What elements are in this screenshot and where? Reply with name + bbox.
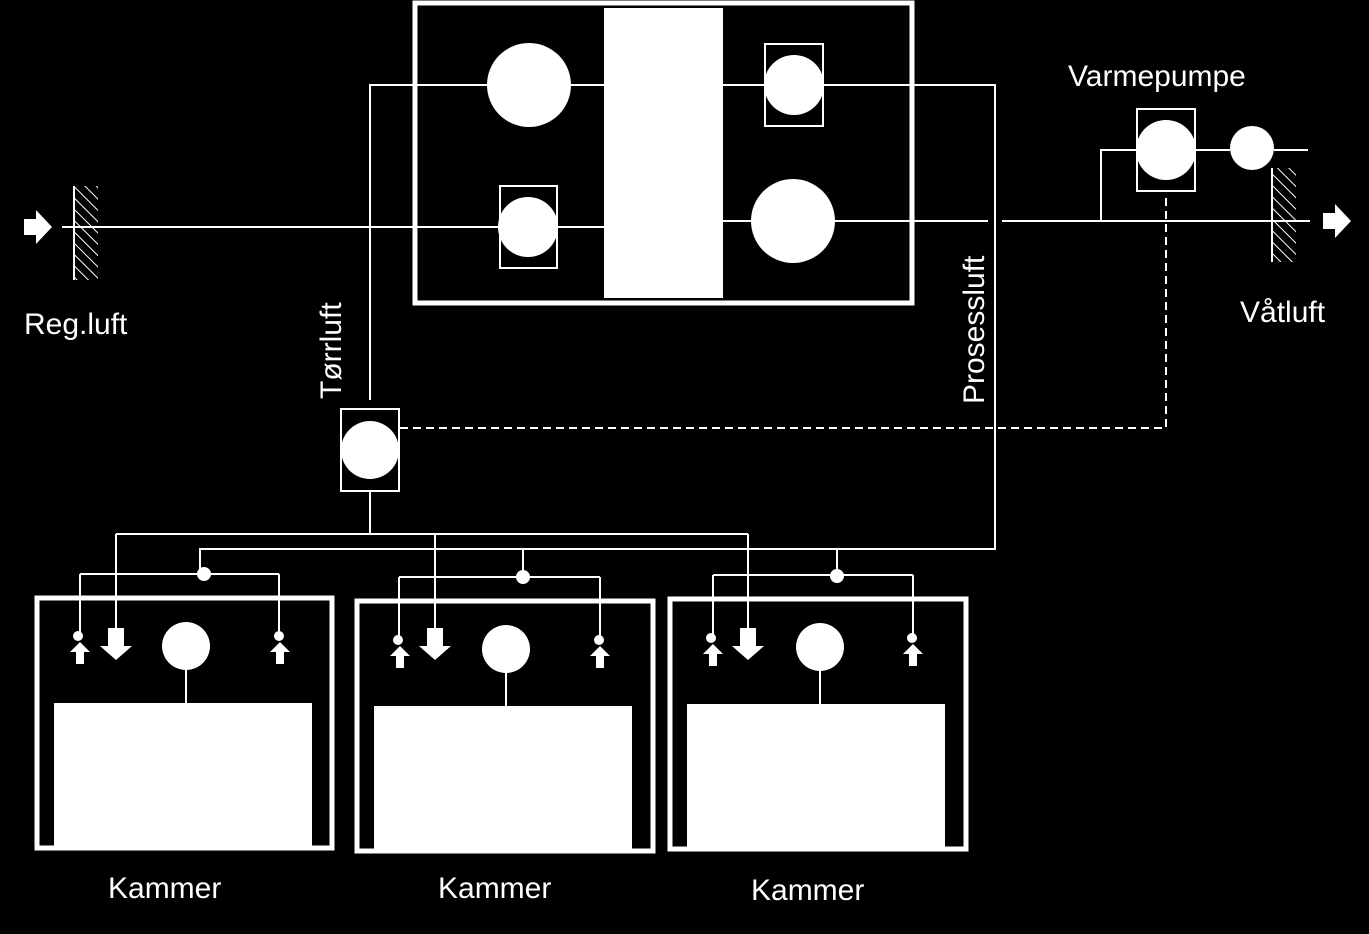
chamber-1-label: Kammer (108, 872, 221, 905)
sensor-left (393, 635, 403, 645)
chamber-frame (667, 596, 969, 852)
process-air-label: Prosessluft (958, 255, 991, 404)
chamber-3-label: Kammer (751, 874, 864, 907)
process-cooler (751, 179, 835, 263)
dry-air-duct (369, 84, 487, 400)
supply-arrow-icon (732, 628, 764, 660)
wet-air-grille (1271, 168, 1296, 262)
chamber-2-label: Kammer (438, 872, 551, 905)
sensor-right (907, 633, 917, 643)
heat-pump-compressor (1136, 120, 1196, 180)
chamber-product (54, 703, 312, 846)
sensor-right (594, 635, 604, 645)
heat-pump-label: Varmepumpe (1068, 60, 1246, 93)
process-fan (498, 197, 558, 257)
process-air-duct (199, 84, 996, 574)
reg-air-label: Reg.luft (24, 308, 128, 341)
chamber-fan (482, 625, 530, 673)
chamber-product (687, 704, 945, 847)
exhaust-arrow-right-icon (270, 642, 290, 664)
sensor-left (706, 633, 716, 643)
heat-pump (1136, 108, 1274, 192)
sensor-right (274, 631, 284, 641)
exhaust-arrow-left-icon (390, 646, 410, 668)
chamber-frame (354, 598, 656, 854)
chamber-frame (34, 595, 335, 851)
sensor-left (73, 631, 83, 641)
supply-arrow-icon (419, 628, 451, 660)
exhaust-arrow-left-icon (70, 642, 90, 664)
regeneration-heater (487, 43, 571, 127)
exhaust-arrow-left-icon (703, 644, 723, 666)
dehumidifier-unit (412, 0, 915, 306)
dry-air-fan (341, 421, 399, 479)
exhaust-arrow-right-icon (903, 644, 923, 666)
return-junction (516, 570, 530, 584)
reg-air-grille (73, 186, 98, 280)
reg-air-inlet-arrow-icon (24, 210, 52, 244)
return-junction (830, 569, 844, 583)
dry-air-label: Tørrluft (315, 302, 348, 399)
exhaust-arrow-right-icon (590, 646, 610, 668)
heat-pump-condenser (1230, 126, 1274, 170)
chamber-fan (162, 622, 210, 670)
supply-arrow-icon (100, 628, 132, 660)
return-junction (197, 567, 211, 581)
dry-air-fan-unit (340, 408, 400, 492)
regeneration-fan (764, 55, 824, 115)
chamber-product (374, 706, 632, 849)
unit-frame (412, 0, 915, 306)
chamber-fan (796, 623, 844, 671)
chamber-2 (354, 570, 656, 854)
chamber-1 (34, 567, 335, 851)
rotor-wheel (604, 8, 723, 298)
wet-air-label: Våtluft (1240, 296, 1326, 329)
wet-air-outlet-arrow-icon (1323, 204, 1351, 238)
chamber-3 (667, 569, 969, 852)
